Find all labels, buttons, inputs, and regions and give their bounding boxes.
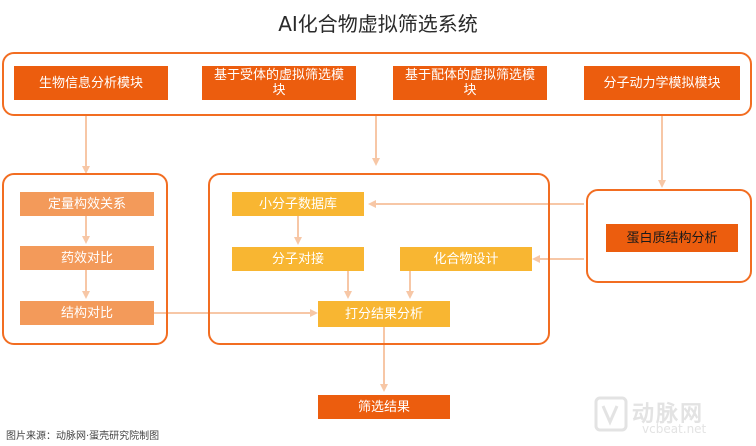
protein-frame (586, 189, 752, 283)
top-modules-frame (2, 52, 752, 116)
left-analysis-frame (2, 173, 168, 345)
module-ligand-screening: 基于配体的虚拟筛选模块 (393, 66, 547, 100)
molecular-docking: 分子对接 (232, 247, 364, 271)
protein-structure-analysis: 蛋白质结构分析 (606, 224, 738, 252)
screening-result: 筛选结果 (318, 395, 450, 419)
center-screening-frame (208, 173, 550, 345)
small-molecule-library: 小分子数据库 (232, 192, 364, 216)
step-efficacy-comparison: 药效对比 (20, 246, 154, 270)
watermark-url: vcbeat.net (642, 422, 707, 436)
scoring-analysis: 打分结果分析 (318, 301, 450, 327)
step-structure-comparison: 结构对比 (20, 301, 154, 325)
module-molecular-dynamics: 分子动力学模拟模块 (584, 66, 740, 100)
diagram-title: AI化合物虚拟筛选系统 (278, 12, 478, 36)
image-source-note: 图片来源：动脉网·蛋壳研究院制图 (6, 431, 160, 442)
watermark-cn: 动脉网 (632, 402, 705, 427)
vcbeat-watermark: 动脉网 vcbeat.net (592, 392, 752, 440)
step-qsar: 定量构效关系 (20, 192, 154, 216)
module-receptor-screening: 基于受体的虚拟筛选模块 (202, 66, 356, 100)
vcbeat-logo-icon (594, 396, 628, 432)
module-bioinformatics: 生物信息分析模块 (14, 66, 168, 100)
compound-design: 化合物设计 (400, 247, 532, 271)
